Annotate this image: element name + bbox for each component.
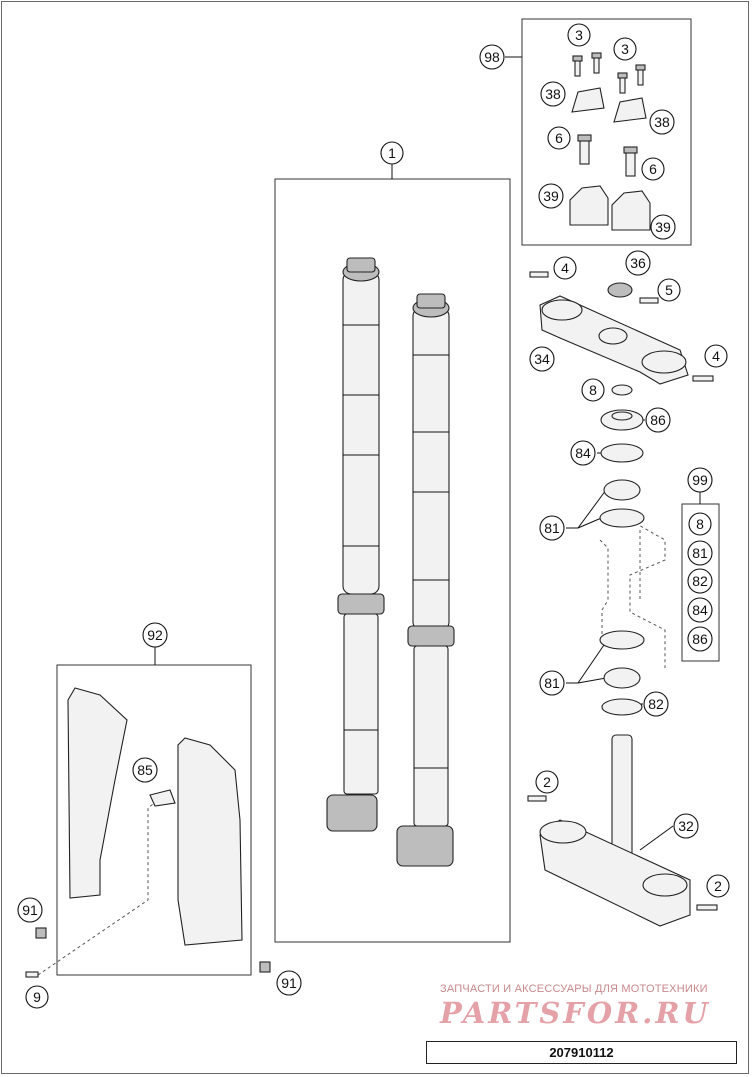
callout-5-label: 5 <box>665 282 673 298</box>
callout-39b-label: 39 <box>655 219 671 235</box>
kit-item-86-label: 86 <box>692 631 708 647</box>
clamp-kit-parts <box>569 52 651 231</box>
fork-protector-kit-box <box>56 664 252 976</box>
callout-84: 84 <box>570 440 596 466</box>
kit-item-82-label: 82 <box>692 573 708 589</box>
callout-3a: 3 <box>567 23 591 47</box>
callout-2a: 2 <box>535 770 559 794</box>
callout-92: 92 <box>142 622 168 648</box>
drawing-code: 207910112 <box>426 1041 737 1064</box>
callout-98: 98 <box>479 44 505 70</box>
callout-84-label: 84 <box>575 445 591 461</box>
watermark-logo: PARTSFOR.RU <box>440 996 711 1030</box>
callout-4a-label: 4 <box>561 260 569 276</box>
kit-item-81: 81 <box>687 540 713 566</box>
callout-86-label: 86 <box>650 412 666 428</box>
steering-stem-dashed-outline <box>599 519 666 668</box>
callout-3b-label: 3 <box>621 41 629 57</box>
callout-3a-label: 3 <box>575 27 583 43</box>
callout-85: 85 <box>132 757 158 783</box>
callout-9-label: 9 <box>33 989 41 1005</box>
lower-triple-clamp <box>527 734 718 927</box>
callout-4b: 4 <box>704 344 728 368</box>
callout-1: 1 <box>380 141 404 165</box>
callout-39a: 39 <box>538 183 564 209</box>
callout-9: 9 <box>25 985 49 1009</box>
callout-38a-label: 38 <box>545 86 561 102</box>
callout-81b: 81 <box>539 670 565 696</box>
callout-38b: 38 <box>649 109 675 135</box>
callout-34-label: 34 <box>534 351 550 367</box>
callout-2b-label: 2 <box>714 878 722 894</box>
kit-item-81-label: 81 <box>692 545 708 561</box>
handlebar-clamp-kit-box <box>521 18 692 246</box>
callout-4b-label: 4 <box>712 348 720 364</box>
fork-assembly-box <box>274 178 511 943</box>
kit-item-84-label: 84 <box>692 602 708 618</box>
callout-91b-label: 91 <box>281 975 297 991</box>
callout-99-label: 99 <box>692 472 708 488</box>
callout-36-label: 36 <box>630 255 646 271</box>
callout-8-label: 8 <box>589 382 597 398</box>
kit-item-86: 86 <box>687 626 713 652</box>
callout-2b: 2 <box>706 874 730 898</box>
callout-39a-label: 39 <box>543 188 559 204</box>
watermark-tagline: ЗАПЧАСТИ И АКСЕССУАРЫ ДЛЯ МОТОТЕХНИКИ <box>440 983 708 995</box>
callout-3b: 3 <box>613 37 637 61</box>
callout-5: 5 <box>657 278 681 302</box>
kit-item-8-label: 8 <box>696 516 704 532</box>
callout-82: 82 <box>643 691 669 717</box>
callout-1-label: 1 <box>388 145 396 161</box>
callout-2a-label: 2 <box>543 774 551 790</box>
callout-82-label: 82 <box>648 696 664 712</box>
callout-32-label: 32 <box>678 818 694 834</box>
kit-item-82: 82 <box>687 568 713 594</box>
kit-item-8: 8 <box>688 512 712 536</box>
callout-92-label: 92 <box>147 627 163 643</box>
upper-triple-clamp <box>529 271 714 385</box>
callout-86: 86 <box>645 407 671 433</box>
callout-34: 34 <box>529 346 555 372</box>
callout-38b-label: 38 <box>654 114 670 130</box>
callout-91a: 91 <box>17 897 43 923</box>
bearings-and-seals <box>599 384 645 716</box>
callout-6b: 6 <box>641 157 665 181</box>
callout-32: 32 <box>673 813 699 839</box>
fork-leg-left <box>326 257 385 832</box>
callout-4a: 4 <box>553 256 577 280</box>
callout-6a: 6 <box>547 126 571 150</box>
callout-38a: 38 <box>540 81 566 107</box>
callout-85-label: 85 <box>137 762 153 778</box>
callout-99: 99 <box>687 467 713 493</box>
callout-6b-label: 6 <box>649 161 657 177</box>
fork-protectors <box>25 687 271 978</box>
callout-91a-label: 91 <box>22 902 38 918</box>
callout-81a: 81 <box>539 515 565 541</box>
callout-81b-label: 81 <box>544 675 560 691</box>
callout-39b: 39 <box>650 214 676 240</box>
callout-98-label: 98 <box>484 49 500 65</box>
fork-leg-right <box>396 293 455 867</box>
screw-leader-dashed <box>37 799 159 976</box>
callout-8: 8 <box>581 378 605 402</box>
kit-item-84: 84 <box>687 597 713 623</box>
callout-91b: 91 <box>276 970 302 996</box>
callout-6a-label: 6 <box>555 130 563 146</box>
callout-36: 36 <box>625 250 651 276</box>
callout-81a-label: 81 <box>544 520 560 536</box>
